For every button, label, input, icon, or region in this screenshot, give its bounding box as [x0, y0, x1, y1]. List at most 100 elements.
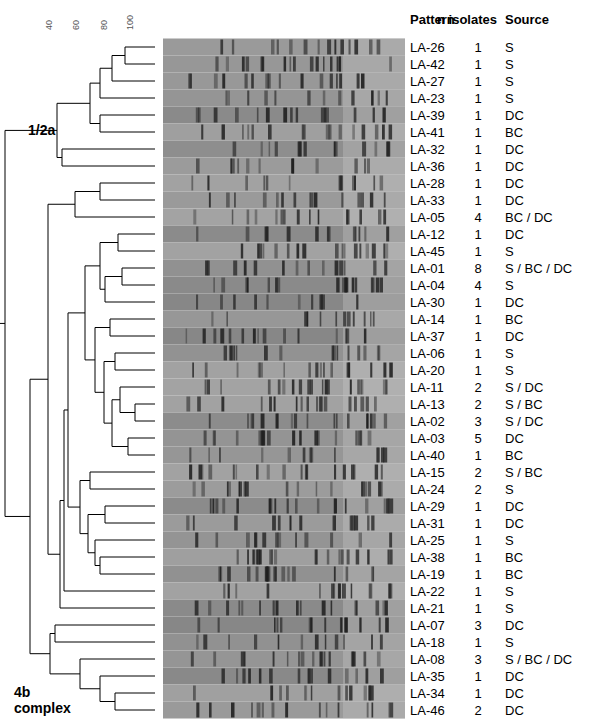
gel-band [345, 329, 347, 344]
gel-band [281, 193, 284, 208]
gel-band [196, 295, 198, 310]
gel-band [355, 227, 357, 242]
gel-band [226, 601, 229, 616]
gel-band [335, 312, 337, 327]
gel-lane-fade [343, 260, 405, 277]
gel-band [209, 703, 212, 718]
gel-band [353, 312, 355, 327]
isolate-count: 4 [474, 278, 481, 293]
dendrogram-branch [88, 552, 95, 553]
gel-band [255, 210, 258, 225]
isolate-count: 2 [474, 465, 481, 480]
gel-lane-fade [343, 90, 405, 107]
gel-band [220, 40, 223, 55]
gel-band [375, 465, 378, 480]
gel-lane [163, 617, 405, 634]
gel-lane-fade [343, 192, 405, 209]
gel-band [248, 669, 251, 684]
pattern-name: LA-02 [410, 414, 445, 429]
isolate-count: 1 [474, 227, 481, 242]
gel-band [357, 346, 360, 361]
gel-lane [163, 702, 405, 719]
gel-band [324, 618, 326, 633]
gel-band [209, 414, 211, 429]
gel-band [337, 57, 339, 72]
gel-band [269, 142, 271, 157]
gel-band [218, 618, 220, 633]
gel-lane [163, 141, 405, 158]
dendrogram-branch [90, 472, 155, 473]
gel-band [204, 431, 207, 446]
gel-band [378, 482, 381, 497]
gel-band [237, 363, 239, 378]
gel-band [259, 244, 262, 259]
gel-band [297, 482, 299, 497]
gel-band [298, 142, 302, 157]
gel-band [378, 91, 380, 106]
gel-band [316, 57, 319, 72]
gel-band [327, 40, 331, 55]
pattern-name: LA-38 [410, 550, 445, 565]
gel-band [264, 346, 268, 361]
gel-band [252, 125, 254, 140]
source-code: S / DC [505, 414, 543, 429]
gel-band [339, 584, 341, 599]
pattern-name: LA-15 [410, 465, 445, 480]
gel-lane [163, 90, 405, 107]
gel-band [314, 193, 318, 208]
gel-band [298, 669, 301, 684]
gel-band [381, 482, 383, 497]
gel-band [311, 295, 313, 310]
gel-band [196, 159, 200, 174]
gel-band [261, 448, 263, 463]
gel-band [339, 57, 341, 72]
dendrogram-branch [80, 659, 155, 660]
gel-band [218, 567, 220, 582]
dendrogram-branch [110, 336, 155, 337]
gel-band [221, 397, 224, 412]
gel-band [309, 210, 311, 225]
gel-lane-fade [343, 345, 405, 362]
dendrogram-branch [95, 565, 100, 566]
gel-band [303, 448, 306, 463]
gel-lane [163, 311, 405, 328]
gel-band [329, 652, 331, 667]
gel-band [359, 533, 362, 548]
dendrogram-branch [5, 130, 15, 131]
gel-band [210, 499, 212, 514]
gel-band [287, 227, 291, 242]
gel-band [389, 533, 392, 548]
gel-band [343, 635, 345, 650]
gel-band [350, 380, 352, 395]
gel-band [251, 74, 254, 89]
isolate-count: 1 [474, 499, 481, 514]
gel-band [236, 465, 238, 480]
gel-band [352, 125, 355, 140]
gel-band [241, 601, 243, 616]
gel-band [263, 176, 265, 191]
isolate-count: 5 [474, 431, 481, 446]
gel-band [259, 669, 262, 684]
gel-lane [163, 209, 405, 226]
gel-band [327, 227, 331, 242]
gel-band [315, 550, 318, 565]
gel-band [359, 210, 362, 225]
gel-band [336, 278, 339, 293]
pattern-name: LA-34 [410, 686, 445, 701]
pattern-name: LA-21 [410, 601, 445, 616]
gel-band [344, 278, 347, 293]
gel-band [377, 40, 381, 55]
gel-band [320, 312, 322, 327]
source-code: S [505, 346, 514, 361]
gel-band [389, 584, 392, 599]
gel-band [321, 108, 324, 123]
gel-band [258, 431, 262, 446]
gel-band [323, 57, 325, 72]
gel-lane [163, 175, 405, 192]
gel-band [372, 703, 374, 718]
gel-band [388, 550, 390, 565]
gel-band [309, 448, 312, 463]
gel-band [378, 346, 380, 361]
gel-band [292, 380, 295, 395]
pattern-name: LA-06 [410, 346, 445, 361]
